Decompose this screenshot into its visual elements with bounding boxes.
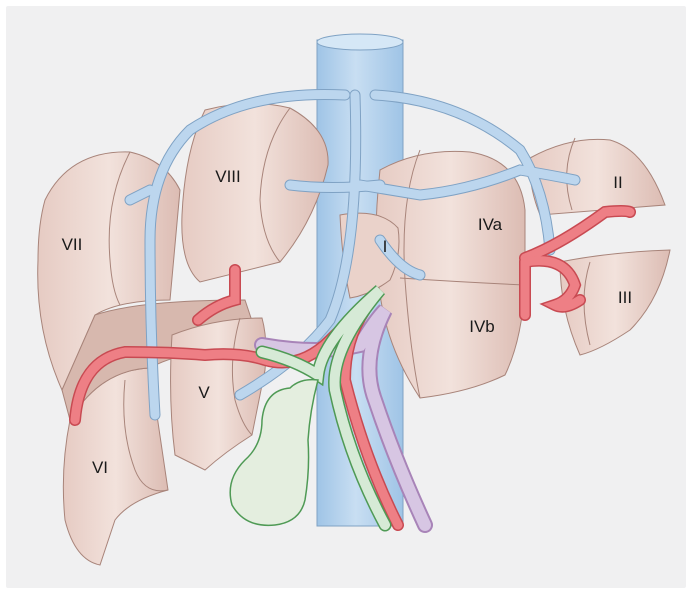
label-segment-i: I: [383, 237, 388, 256]
segment-viii: [182, 103, 328, 282]
label-segment-iii: III: [618, 288, 632, 307]
label-segment-vi: VI: [92, 458, 108, 477]
label-segment-iva: IVa: [478, 215, 503, 234]
label-segment-v: V: [198, 383, 210, 402]
label-segment-vii: VII: [62, 235, 83, 254]
label-segment-ivb: IVb: [469, 317, 495, 336]
label-segment-viii: VIII: [215, 167, 241, 186]
label-segment-ii: II: [613, 173, 622, 192]
